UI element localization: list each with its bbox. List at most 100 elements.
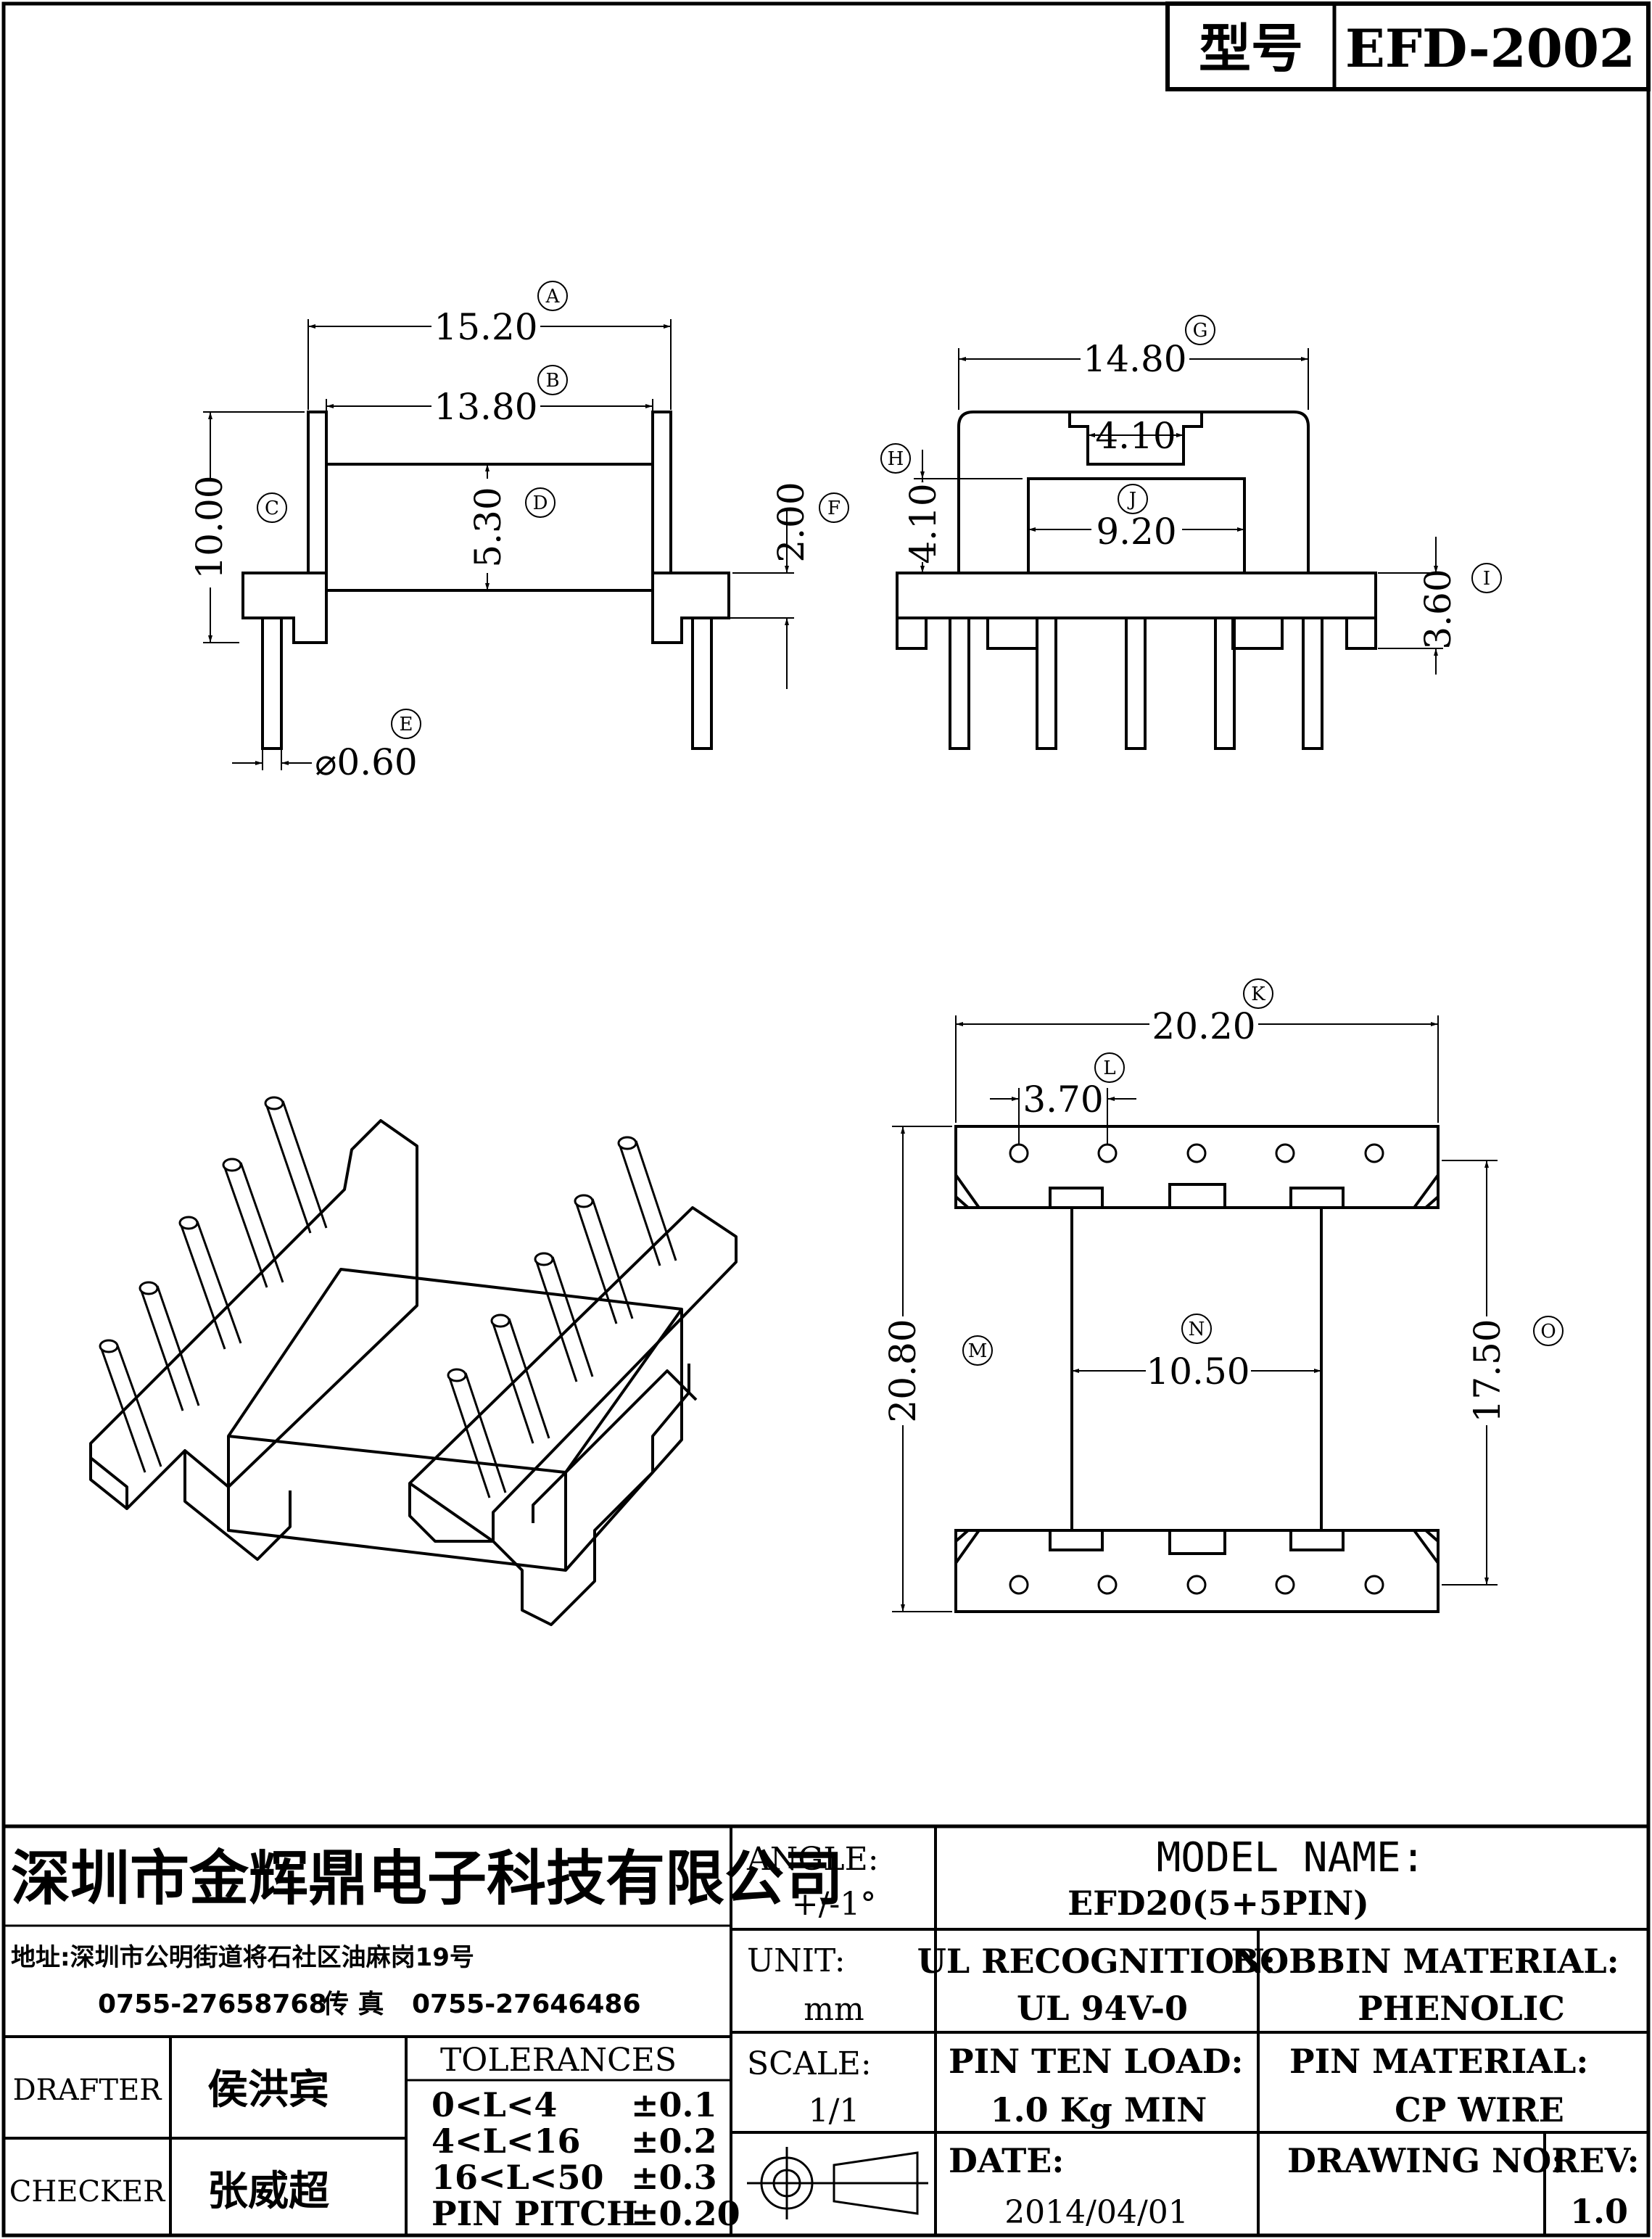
dim-e-value: ⌀0.60 bbox=[315, 741, 417, 783]
model-code: EFD-2002 bbox=[1345, 17, 1635, 79]
dim-a-value: 15.20 bbox=[434, 306, 537, 348]
svg-text:H: H bbox=[888, 448, 904, 470]
svg-text:J: J bbox=[1127, 489, 1136, 511]
svg-text:B: B bbox=[545, 370, 559, 392]
tol-value-3: ±0.3 bbox=[631, 2158, 717, 2197]
fax-label: 传 真 bbox=[322, 1989, 384, 2019]
type-label: 型号 bbox=[1199, 18, 1303, 79]
marker-h: H bbox=[880, 443, 911, 474]
unit-value: mm bbox=[804, 1991, 864, 2028]
dim-j-value: 9.20 bbox=[1096, 511, 1176, 553]
company-fax: 0755-27646486 bbox=[412, 1989, 641, 2019]
tolerances-label: TOLERANCES bbox=[440, 2042, 677, 2079]
side-view-dim-text: 14.80 4.10 4.10 9.20 3.60 G H I J bbox=[880, 315, 1502, 650]
dim-g-value: 14.80 bbox=[1083, 338, 1186, 380]
isometric-view bbox=[89, 1096, 738, 1626]
svg-text:K: K bbox=[1251, 984, 1265, 1005]
ul-value: UL 94V-0 bbox=[1017, 1989, 1188, 2028]
front-view bbox=[241, 411, 730, 750]
dim-g-slot-value: 4.10 bbox=[1095, 415, 1176, 457]
svg-text:C: C bbox=[265, 498, 279, 519]
angle-label: ANGLE: bbox=[746, 1841, 879, 1878]
bobbin-label: BOBBIN MATERIAL: bbox=[1231, 1942, 1619, 1981]
svg-text:I: I bbox=[1483, 568, 1490, 590]
pin-load-label: PIN TEN LOAD: bbox=[949, 2042, 1244, 2081]
dim-n-value: 10.50 bbox=[1146, 1351, 1250, 1393]
tol-value-2: ±0.2 bbox=[631, 2122, 717, 2161]
dim-m-value: 20.80 bbox=[882, 1319, 924, 1422]
svg-text:A: A bbox=[545, 286, 561, 308]
title-block bbox=[4, 1824, 1648, 2235]
svg-text:G: G bbox=[1193, 320, 1208, 342]
company-phone: 0755-27658768 bbox=[98, 1989, 327, 2019]
date-value: 2014/04/01 bbox=[1004, 2194, 1189, 2231]
marker-f: F bbox=[819, 492, 849, 523]
tol-value-4: ±0.20 bbox=[631, 2194, 740, 2233]
tol-range-2: 4<L<16 bbox=[431, 2122, 580, 2161]
marker-d: D bbox=[525, 487, 556, 518]
projection-symbol bbox=[747, 2147, 928, 2219]
tol-range-4: PIN PITCH bbox=[431, 2194, 638, 2233]
dim-c-value: 10.00 bbox=[189, 475, 231, 579]
scale-value: 1/1 bbox=[809, 2092, 860, 2129]
drafter-name: 侯洪宾 bbox=[207, 2066, 329, 2114]
tol-range-3: 16<L<50 bbox=[431, 2158, 603, 2197]
company-address: 地址:深圳市公明街道将石社区油麻岗19号 bbox=[11, 1943, 474, 1972]
rev-label: REV: bbox=[1551, 2141, 1639, 2180]
ul-label: UL RECOGNITION: bbox=[917, 1942, 1276, 1981]
dim-o-value: 17.50 bbox=[1466, 1319, 1508, 1422]
marker-o: O bbox=[1533, 1316, 1564, 1346]
rev-value: 1.0 bbox=[1570, 2192, 1628, 2231]
side-view bbox=[896, 411, 1377, 750]
svg-text:L: L bbox=[1103, 1057, 1115, 1079]
pin-load-value: 1.0 Kg MIN bbox=[991, 2090, 1207, 2129]
svg-text:N: N bbox=[1189, 1319, 1205, 1340]
marker-l: L bbox=[1094, 1052, 1125, 1083]
scale-label: SCALE: bbox=[747, 2045, 872, 2082]
tol-range-1: 0<L<4 bbox=[431, 2085, 557, 2124]
marker-m: M bbox=[962, 1335, 993, 1366]
marker-b: B bbox=[537, 365, 568, 395]
marker-c: C bbox=[257, 492, 287, 523]
model-name-label: MODEL NAME: bbox=[1157, 1834, 1426, 1881]
marker-e: E bbox=[391, 709, 421, 739]
checker-label: CHECKER bbox=[9, 2175, 166, 2209]
dim-l-value: 3.70 bbox=[1023, 1079, 1103, 1121]
marker-k: K bbox=[1243, 978, 1273, 1009]
marker-i: I bbox=[1471, 563, 1502, 593]
dim-d-value: 5.30 bbox=[467, 487, 509, 567]
dim-b-value: 13.80 bbox=[434, 386, 537, 428]
title-block-text: 深圳市金辉鼎电子科技有限公司 地址:深圳市公明街道将石社区油麻岗19号 0755… bbox=[9, 1834, 1640, 2233]
angle-value: +/-1° bbox=[792, 1886, 877, 1923]
marker-n: N bbox=[1181, 1314, 1212, 1344]
bobbin-value: PHENOLIC bbox=[1358, 1989, 1565, 2028]
unit-label: UNIT: bbox=[747, 1942, 846, 1979]
top-view-dimensions bbox=[892, 1015, 1498, 1612]
svg-text:E: E bbox=[400, 714, 413, 735]
date-label: DATE: bbox=[949, 2141, 1064, 2180]
svg-text:D: D bbox=[533, 492, 548, 514]
svg-text:F: F bbox=[827, 498, 841, 519]
pin-material-label: PIN MATERIAL: bbox=[1289, 2042, 1588, 2081]
pin-material-value: CP WIRE bbox=[1395, 2090, 1564, 2129]
header-model-box: 型号 EFD-2002 bbox=[1165, 1, 1651, 91]
svg-text:O: O bbox=[1540, 1321, 1556, 1343]
marker-g: G bbox=[1185, 315, 1215, 345]
top-view bbox=[954, 1125, 1440, 1613]
drafter-label: DRAFTER bbox=[13, 2074, 163, 2107]
model-name-value: EFD20(5+5PIN) bbox=[1067, 1884, 1369, 1923]
checker-name: 张威超 bbox=[207, 2168, 330, 2215]
company-name: 深圳市金辉鼎电子科技有限公司 bbox=[11, 1844, 843, 1913]
dim-h-value: 4.10 bbox=[902, 483, 944, 564]
dim-f-value: 2.00 bbox=[770, 482, 812, 562]
marker-j: J bbox=[1118, 484, 1148, 514]
dim-k-value: 20.20 bbox=[1152, 1005, 1255, 1047]
tol-value-1: ±0.1 bbox=[631, 2085, 717, 2124]
dim-i-value: 3.60 bbox=[1417, 569, 1459, 649]
drawing-no-label: DRAWING NO: bbox=[1287, 2141, 1564, 2180]
svg-text:M: M bbox=[968, 1340, 988, 1362]
marker-a: A bbox=[537, 281, 568, 311]
front-view-dim-text: 15.20 13.80 10.00 5.30 2.00 ⌀0.60 A B C … bbox=[189, 281, 849, 783]
